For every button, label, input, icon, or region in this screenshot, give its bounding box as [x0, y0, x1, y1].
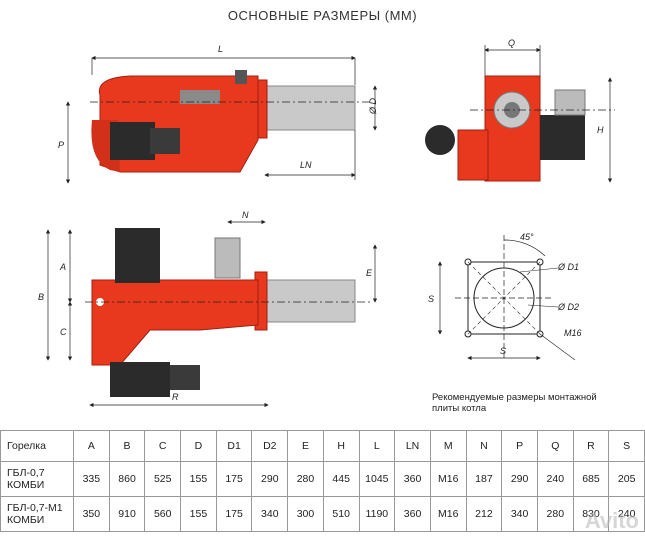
- dim-D2: Ø D2: [557, 302, 579, 312]
- table-header-cell: A: [73, 430, 110, 462]
- table-cell: 240: [608, 496, 645, 532]
- table-header-cell: S: [608, 430, 645, 462]
- dim-R: R: [172, 392, 179, 402]
- table-header-cell: M: [429, 430, 467, 462]
- table-cell: 187: [465, 461, 503, 497]
- dim-Q: Q: [508, 38, 515, 48]
- table-header-cell: B: [108, 430, 146, 462]
- dim-A: A: [59, 262, 66, 272]
- table-cell: ГБЛ-0,7-М1 КОМБИ: [0, 496, 74, 532]
- watermark: Avito: [584, 508, 639, 533]
- dim-D: Ø D: [368, 97, 378, 115]
- table-cell: 205: [608, 461, 645, 497]
- table-cell: 290: [251, 461, 289, 497]
- table-cell: 910: [108, 496, 146, 532]
- side-view: [90, 70, 370, 173]
- table-cell: 212: [465, 496, 503, 532]
- dim-S-vertical: S: [428, 294, 434, 304]
- table-header-cell: P: [501, 430, 538, 462]
- table-cell: 525: [144, 461, 182, 497]
- dim-B: B: [38, 292, 44, 302]
- table-cell: 445: [322, 461, 360, 497]
- top-view-dimensions: N B A C E R: [38, 210, 378, 408]
- dim-LN: LN: [300, 160, 312, 170]
- table-header-cell: L: [358, 430, 396, 462]
- dim-angle: 45°: [520, 232, 534, 242]
- table-cell: M16: [429, 496, 467, 532]
- table-cell: 560: [144, 496, 182, 532]
- table-header-cell: C: [144, 430, 182, 462]
- side-view-dimensions: L LN P Ø D: [58, 44, 378, 184]
- table-cell: ГБЛ-0,7 КОМБИ: [0, 461, 74, 497]
- table-header-cell: LN: [394, 430, 431, 462]
- table-header-row: Горелка A B C D D1 D2 E H L LN M N P Q R…: [0, 430, 645, 462]
- table-header-cell: Горелка: [0, 430, 74, 462]
- table-cell: 175: [215, 461, 253, 497]
- dim-E: E: [366, 268, 373, 278]
- dim-M16: M16: [564, 328, 582, 338]
- dimensions-table: Горелка A B C D D1 D2 E H L LN M N P Q R…: [0, 430, 645, 532]
- table-cell: 510: [322, 496, 360, 532]
- dim-P: P: [58, 140, 64, 150]
- front-view-dimensions: Q H: [484, 38, 613, 183]
- dim-S-horizontal: S: [500, 346, 506, 356]
- table-header-cell: D: [180, 430, 217, 462]
- mounting-plate: [455, 235, 553, 360]
- page-title: ОСНОВНЫЕ РАЗМЕРЫ (ММ): [227, 8, 418, 23]
- table-cell: 685: [572, 461, 610, 497]
- plate-caption: Рекомендуемые размеры монтажной плиты ко…: [432, 392, 597, 414]
- table-cell: 175: [215, 496, 253, 532]
- top-view: [85, 228, 370, 397]
- table-header-cell: D1: [215, 430, 253, 462]
- table-header-cell: E: [287, 430, 324, 462]
- table-cell: 240: [536, 461, 574, 497]
- front-view: [425, 75, 615, 182]
- table-cell: 280: [287, 461, 324, 497]
- table-header-cell: H: [322, 430, 360, 462]
- dim-L: L: [218, 44, 223, 54]
- table-cell: 300: [287, 496, 324, 532]
- table-cell: 155: [180, 461, 217, 497]
- table-cell: 350: [73, 496, 110, 532]
- table-cell: 1190: [358, 496, 396, 532]
- dim-D1: Ø D1: [557, 262, 579, 272]
- mounting-plate-dimensions: 45° Ø D1 Ø D2 M16 S S: [428, 232, 582, 361]
- table-cell: 155: [180, 496, 217, 532]
- dim-N: N: [242, 210, 249, 220]
- table-cell: 290: [501, 461, 538, 497]
- table-cell: 860: [108, 461, 146, 497]
- table-cell: 340: [251, 496, 289, 532]
- table-header-cell: Q: [536, 430, 574, 462]
- table-cell: 340: [501, 496, 538, 532]
- dim-C: C: [60, 327, 67, 337]
- table-row: ГБЛ-0,7 КОМБИ 335 860 525 155 175 290 28…: [0, 461, 645, 497]
- table-cell: M16: [429, 461, 467, 497]
- table-header-cell: D2: [251, 430, 289, 462]
- table-cell: 1045: [358, 461, 396, 497]
- table-header-cell: N: [465, 430, 503, 462]
- table-header-cell: R: [572, 430, 610, 462]
- dim-H: H: [597, 125, 604, 135]
- table-cell: 360: [394, 461, 431, 497]
- table-cell: 360: [394, 496, 431, 532]
- technical-drawing: L LN P Ø D Q H: [38, 38, 615, 408]
- table-cell: 335: [73, 461, 110, 497]
- table-row: ГБЛ-0,7-М1 КОМБИ 350 910 560 155 175 340…: [0, 496, 645, 532]
- table-cell: 280: [536, 496, 574, 532]
